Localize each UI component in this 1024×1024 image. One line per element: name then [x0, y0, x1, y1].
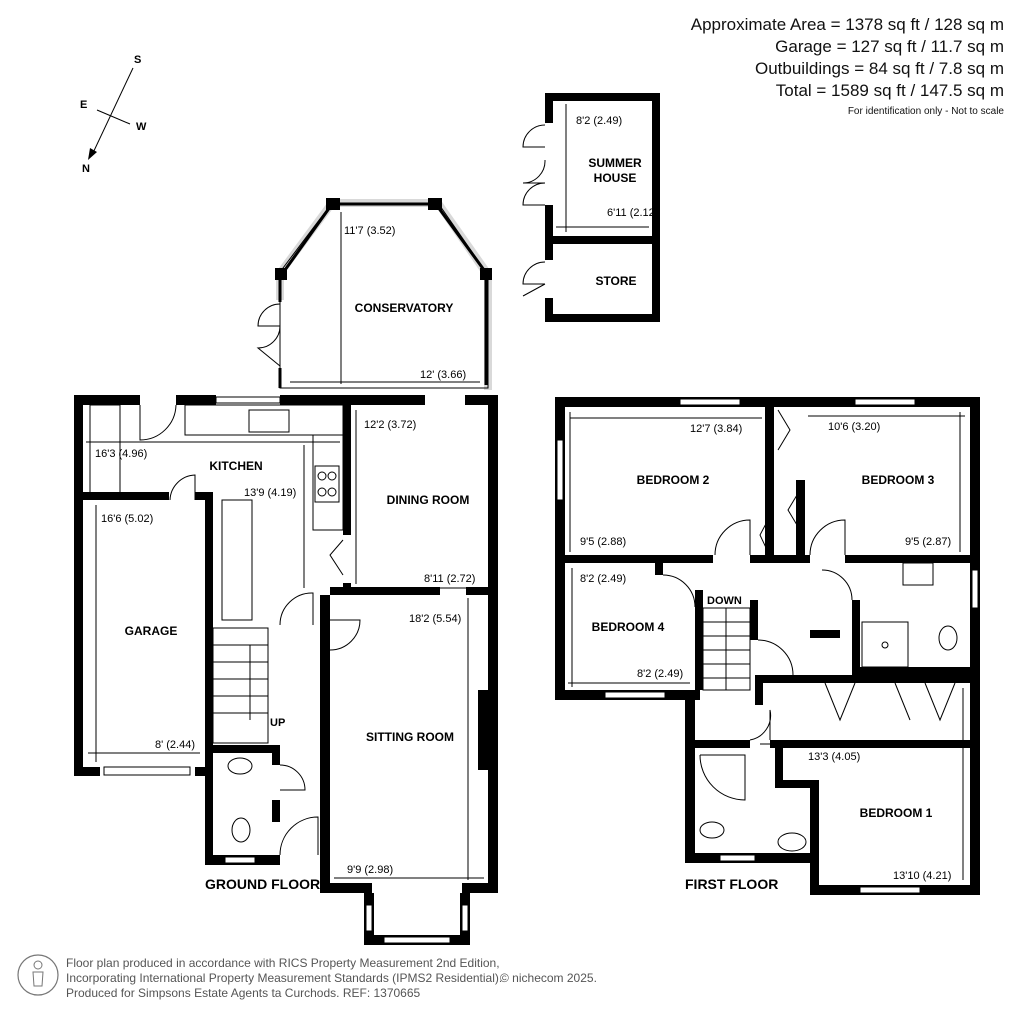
toilet-icon — [231, 817, 251, 843]
basin-icon — [227, 757, 253, 775]
stairs-up-label: UP — [270, 717, 285, 729]
basin-icon — [902, 562, 934, 586]
sink-icon — [248, 409, 290, 433]
bedroom1-label: BEDROOM 1 — [860, 806, 933, 820]
bedroom4-door — [662, 574, 696, 608]
garage-dim1: 16'6 (5.02) — [101, 513, 153, 525]
kitchen-hall-door — [279, 592, 314, 626]
total-area: Total = 1589 sq ft / 147.5 sq m — [775, 81, 1004, 100]
toilet-icon — [699, 821, 725, 839]
wc-door — [279, 764, 306, 791]
summer-house-dim2: 6'11 (2.12) — [607, 207, 658, 219]
bedroom3-label: BEDROOM 3 — [862, 473, 935, 487]
outbuildings-area: Outbuildings = 84 sq ft / 7.8 sq m — [755, 59, 1004, 78]
stairs-down-label: DOWN — [707, 595, 742, 607]
sitting-dim2: 9'9 (2.98) — [347, 864, 393, 876]
bedroom3-dim1: 10'6 (3.20) — [828, 421, 880, 433]
garage-door — [169, 474, 196, 501]
bedroom2-door — [714, 519, 751, 556]
store-door — [522, 261, 546, 297]
conservatory-doors — [256, 303, 281, 367]
kitchen-dim2: 13'9 (4.19) — [244, 487, 296, 499]
stairs-down: DOWN — [702, 595, 751, 691]
ground-floor-label: GROUND FLOOR — [205, 876, 320, 892]
bedroom2-label: BEDROOM 2 — [637, 473, 710, 487]
sitting-room-label: SITTING ROOM — [366, 730, 454, 744]
sitting-room-door — [329, 619, 361, 651]
basin-icon — [777, 832, 807, 852]
store-label: STORE — [595, 274, 636, 288]
summer-house-label-1: SUMMER — [588, 156, 642, 170]
bedroom4-label: BEDROOM 4 — [592, 620, 665, 634]
kitchen-units — [89, 404, 121, 496]
bedroom3-door — [809, 519, 846, 556]
person-icon — [17, 954, 59, 996]
compass-n: N — [82, 163, 90, 175]
sitting-dim1: 18'2 (5.54) — [409, 613, 461, 625]
ground-floor-plan: 11'7 (3.52) 12' (3.66) CONSERVATORY — [74, 198, 498, 945]
scale-note: For identification only - Not to scale — [847, 106, 1004, 117]
summer-house-dim1: 8'2 (2.49) — [576, 115, 622, 127]
compass-w: W — [136, 121, 147, 133]
bedroom3-dim2: 9'5 (2.87) — [905, 536, 951, 548]
first-floor-plan: DOWN 12'7 (3.84) 9'5 (2.88) BEDROOM 2 10… — [555, 397, 980, 895]
kitchen-label: KITCHEN — [209, 459, 262, 473]
dining-dim2: 8'11 (2.72) — [424, 573, 475, 585]
kitchen-dim1: 16'3 (4.96) — [95, 448, 147, 460]
toilet-icon — [938, 625, 958, 651]
bedroom2-dim2: 9'5 (2.88) — [580, 536, 626, 548]
area-summary: Approximate Area = 1378 sq ft / 128 sq m… — [691, 14, 1004, 122]
corner-shower-icon — [699, 754, 746, 801]
bathroom-door — [757, 639, 794, 676]
shower-room-door — [821, 569, 853, 601]
conservatory-dim2: 12' (3.66) — [420, 369, 466, 381]
bedroom4-dim1: 8'2 (2.49) — [580, 573, 626, 585]
bedroom2-dim1: 12'7 (3.84) — [690, 423, 742, 435]
bedroom1-dim1: 13'3 (4.05) — [808, 751, 860, 763]
stairs-up: UP — [212, 627, 285, 744]
bedroom1-door — [749, 709, 772, 741]
dining-door — [329, 539, 344, 576]
dining-room-label: DINING ROOM — [387, 493, 470, 507]
wardrobe-doors — [777, 409, 791, 451]
footer-text: Floor plan produced in accordance with R… — [66, 956, 502, 1001]
compass-icon: S E W N — [80, 54, 147, 175]
garage-label: GARAGE — [125, 624, 178, 638]
conservatory-label: CONSERVATORY — [355, 301, 454, 315]
bedroom4-dim2: 8'2 (2.49) — [637, 668, 683, 680]
kitchen-back-door — [139, 404, 177, 441]
garage-area: Garage = 127 sq ft / 11.7 sq m — [775, 37, 1004, 56]
hob-icon — [314, 465, 340, 503]
compass-e: E — [80, 99, 87, 111]
footer-line-2: Incorporating International Property Mea… — [66, 971, 503, 985]
garage-dim2: 8' (2.44) — [155, 739, 195, 751]
dining-dim1: 12'2 (3.72) — [364, 419, 416, 431]
bedroom1-dim2: 13'10 (4.21) — [893, 870, 951, 882]
summer-house-doors — [522, 124, 546, 206]
footer-line-1: Floor plan produced in accordance with R… — [66, 956, 500, 970]
outbuildings-plan: 8'2 (2.49) 6'11 (2.12) SUMMER HOUSE STOR… — [522, 93, 660, 322]
first-floor-label: FIRST FLOOR — [685, 876, 778, 892]
shower-icon — [861, 621, 909, 668]
compass-s: S — [134, 54, 141, 66]
conservatory-dim1: 11'7 (3.52) — [344, 225, 395, 237]
front-door — [279, 816, 319, 856]
footer-line-3: Produced for Simpsons Estate Agents ta C… — [66, 986, 421, 1000]
approximate-area: Approximate Area = 1378 sq ft / 128 sq m — [690, 15, 1004, 34]
summer-house-label-2: HOUSE — [594, 171, 637, 185]
copyright: © nichecom 2025. — [500, 971, 597, 985]
